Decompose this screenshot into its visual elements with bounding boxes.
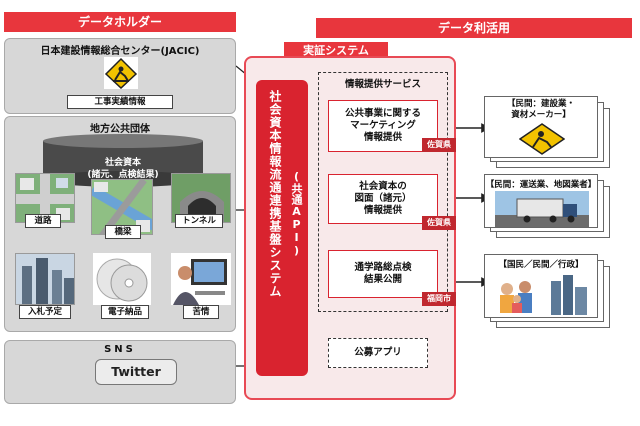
user-card-2: 【民間：運送業、地図業者】 xyxy=(484,174,598,228)
jacic-panel: 日本建設情報総合センター(JACIC) 工事実績情報 xyxy=(4,38,236,114)
electronic-delivery-label: 電子納品 xyxy=(101,305,149,319)
service-tag-saga-2: 佐賀県 xyxy=(422,216,456,230)
api-box xyxy=(256,80,308,376)
database-label-2: (諸元、点検結果) xyxy=(87,170,159,180)
local-gov-title: 地方公共団体 xyxy=(90,124,150,135)
database-cylinder-icon xyxy=(43,134,203,187)
sns-panel: SNS Twitter xyxy=(4,340,236,404)
complaints-label: 苦情 xyxy=(183,305,219,319)
user-card-3: 【国民／民間／行政】 xyxy=(484,254,598,318)
user-label-1: 【民間：建設業・ 資材メーカー】 xyxy=(506,99,575,120)
bidding-image xyxy=(15,253,75,305)
data-usage-header: データ利活用 xyxy=(316,18,632,38)
api-main-text: 社会資本情報流通連携基盤システム xyxy=(268,90,282,298)
bidding-label: 入札予定 xyxy=(19,305,71,319)
twitter-box: Twitter xyxy=(95,359,177,385)
truck-image xyxy=(495,191,589,227)
app-box: 公募アプリ xyxy=(328,338,428,368)
user-card-1: 【民間：建設業・ 資材メーカー】 xyxy=(484,96,598,158)
service-box-drawing: 社会資本の 図面（諸元） 情報提供 xyxy=(328,174,438,224)
jacic-title: 日本建設情報総合センター(JACIC) xyxy=(40,46,200,57)
service-box-marketing: 公共事業に関する マーケティング 情報提供 xyxy=(328,100,438,152)
service-tag-fukuoka: 福岡市 xyxy=(422,292,456,306)
family-buildings-image xyxy=(500,275,587,315)
service-region xyxy=(318,72,448,312)
electronic-delivery-image xyxy=(93,253,151,305)
api-sub-text: (共通API) xyxy=(290,170,303,257)
tunnel-label: トンネル xyxy=(175,214,223,228)
construction-sign-icon xyxy=(104,57,138,89)
service-title: 情報提供サービス xyxy=(344,79,421,90)
complaints-image xyxy=(171,253,231,305)
road-image xyxy=(15,173,75,223)
local-gov-panel: 地方公共団体 社会資本 (諸元、点検結果) 道路 橋梁 xyxy=(4,116,236,332)
data-holder-header: データホルダー xyxy=(4,12,236,32)
service-box-school-route: 通学路総点検 結果公開 xyxy=(328,250,438,298)
construction-worker-icon xyxy=(519,123,565,155)
system-header: 実証システム xyxy=(284,42,388,60)
road-label: 道路 xyxy=(25,214,61,228)
user-label-3: 【国民／民間／行政】 xyxy=(498,260,584,270)
user-label-2: 【民間：運送業、地図業者】 xyxy=(485,180,597,190)
sns-title: SNS xyxy=(104,344,136,355)
bridge-label: 橋梁 xyxy=(105,225,141,239)
jacic-item-label: 工事実績情報 xyxy=(67,95,173,109)
database-label-1: 社会資本 xyxy=(104,158,141,168)
service-tag-saga-1: 佐賀県 xyxy=(422,138,456,152)
